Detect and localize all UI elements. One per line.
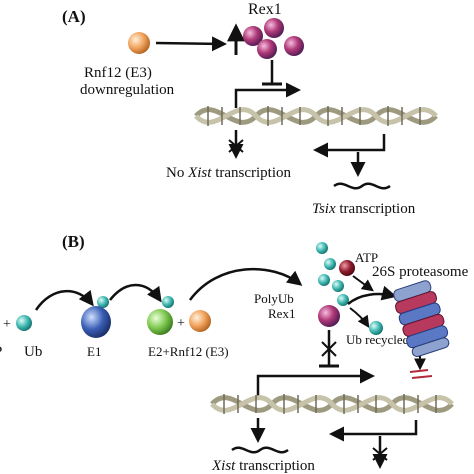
dna-helix-b — [210, 394, 454, 414]
polyub-label-line2: Rex1 — [268, 306, 295, 321]
ub-recycled-label: Ub recycled — [346, 332, 410, 347]
tsix-start-arrow — [313, 134, 386, 158]
polyub-ball — [324, 258, 336, 270]
e1-ub-ball — [97, 296, 109, 308]
ub-label: Ub — [24, 344, 42, 360]
ub-recycled-arrow — [349, 307, 370, 328]
ub-to-e1-arrow — [34, 289, 94, 311]
polyub-ball — [316, 242, 328, 254]
rnf12-to-rex1-arrow — [155, 36, 227, 52]
plus-sign-e2: + — [177, 316, 185, 331]
rex1-ball — [284, 36, 304, 56]
e2-rnf12-label: E2+Rnf12 (E3) — [148, 344, 229, 359]
polyub-rex1-ball — [318, 305, 340, 327]
proteasome-label: 26S proteasome — [372, 264, 469, 280]
plus-sign-ub: + — [3, 317, 11, 332]
dna-helix-a — [194, 106, 438, 126]
proteasome-26s — [393, 280, 450, 357]
peptide-fragment — [409, 369, 429, 373]
e2-ub-ball — [162, 296, 174, 308]
e1-label: E1 — [87, 344, 101, 359]
panel-a-label: (A) — [62, 7, 86, 26]
no-tsix-cross-2 — [372, 447, 388, 461]
tsix-rna — [333, 182, 391, 190]
xist-start-arrow-b — [256, 368, 375, 396]
ub-ball — [16, 315, 32, 331]
no-xist-label: No Xist transcription — [166, 165, 292, 181]
inhibition-cross-2 — [321, 341, 337, 357]
polyub-to-proteasome-arrow — [347, 285, 397, 305]
rex1-ball — [264, 18, 284, 38]
rnf12-label-line2: downregulation — [80, 82, 175, 98]
xist-rna — [231, 446, 289, 454]
xist-label: Xist transcription — [211, 458, 315, 474]
tsix-start-arrow-b — [329, 420, 418, 442]
peptide-fragment — [411, 375, 433, 379]
rex1-ball — [257, 39, 277, 59]
e2-ball — [147, 309, 173, 335]
atp-ball — [339, 260, 355, 276]
rnf12-e3-ball — [189, 310, 211, 332]
atp-label: ATP — [355, 250, 378, 265]
panel-a: (A) Rnf12 (E3) downregulation Rex1 — [62, 1, 438, 217]
rex1-label: Rex1 — [248, 1, 282, 18]
e1-to-e2-arrow — [109, 283, 162, 303]
panel-b: (B) + P Ub E1 + E2+Rnf12 (E3) PolyUb Rex… — [0, 232, 469, 474]
polyub-label-line1: PolyUb — [254, 291, 294, 306]
rnf12-label-line1: Rnf12 (E3) — [84, 65, 152, 81]
e1-ball — [81, 306, 111, 338]
p-label: P — [0, 344, 2, 360]
tsix-label: Tsix transcription — [312, 201, 416, 217]
recycled-ub-ball — [369, 321, 383, 335]
e3-to-polyub-arrow — [188, 267, 303, 301]
rnf12-ball — [128, 32, 150, 54]
polyub-ball — [337, 294, 349, 306]
no-xist-cross-2 — [228, 139, 244, 153]
polyub-ball — [332, 280, 344, 292]
panel-b-label: (B) — [62, 232, 85, 251]
rex1-ball — [243, 26, 263, 46]
atp-arrow — [352, 275, 374, 292]
polyub-ball — [318, 274, 330, 286]
xist-start-arrow-a — [234, 82, 301, 108]
